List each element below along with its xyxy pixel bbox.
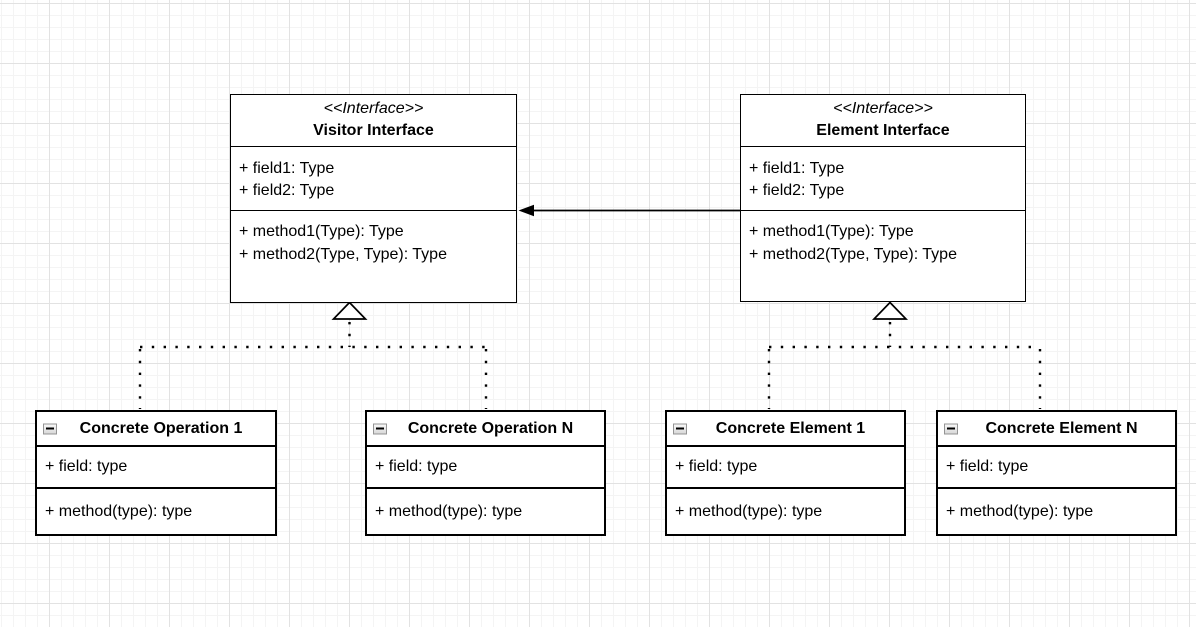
collapse-minus-icon[interactable] bbox=[373, 423, 387, 434]
fields-compartment: + field: type bbox=[938, 447, 1175, 489]
class-concrete-element-n[interactable]: Concrete Element N + field: type + metho… bbox=[936, 410, 1177, 536]
association-arrow-element-to-visitor[interactable] bbox=[518, 204, 741, 217]
hollow-triangle-icon bbox=[331, 301, 368, 320]
method-entry: + method(type): type bbox=[946, 502, 1094, 520]
class-name: Concrete Element 1 bbox=[715, 419, 866, 437]
method-entry: + method(type): type bbox=[45, 502, 193, 520]
methods-compartment: + method1(Type): Type + method2(Type, Ty… bbox=[231, 211, 516, 302]
method-entry: + method2(Type, Type): Type bbox=[239, 246, 447, 263]
class-element-interface[interactable]: <<Interface>> Element Interface + field1… bbox=[740, 94, 1026, 302]
realization-edges-operations-to-visitor[interactable] bbox=[138, 322, 488, 409]
class-header: Concrete Operation N bbox=[367, 412, 604, 447]
method-entry: + method(type): type bbox=[375, 502, 523, 520]
class-concrete-element-1[interactable]: Concrete Element 1 + field: type + metho… bbox=[665, 410, 906, 536]
fields-compartment: + field1: Type + field2: Type bbox=[231, 147, 516, 211]
class-name: Concrete Operation N bbox=[407, 419, 574, 437]
fields-compartment: + field1: Type + field2: Type bbox=[741, 147, 1025, 211]
class-header: Concrete Operation 1 bbox=[37, 412, 275, 447]
class-concrete-operation-n[interactable]: Concrete Operation N + field: type + met… bbox=[365, 410, 606, 536]
field-entry: + field1: Type bbox=[749, 160, 845, 177]
method-entry: + method(type): type bbox=[675, 502, 823, 520]
method-entry: + method2(Type, Type): Type bbox=[749, 246, 957, 263]
field-entry: + field2: Type bbox=[239, 182, 335, 199]
field-entry: + field2: Type bbox=[749, 182, 845, 199]
class-name: Visitor Interface bbox=[313, 122, 434, 139]
field-entry: + field1: Type bbox=[239, 160, 335, 177]
field-entry: + field: type bbox=[675, 458, 758, 475]
field-entry: + field: type bbox=[946, 458, 1029, 475]
fields-compartment: + field: type bbox=[37, 447, 275, 489]
fields-compartment: + field: type bbox=[367, 447, 604, 489]
stereotype-label: <<Interface>> bbox=[323, 100, 424, 117]
class-header: <<Interface>> Visitor Interface bbox=[231, 95, 516, 147]
class-visitor-interface[interactable]: <<Interface>> Visitor Interface + field1… bbox=[230, 94, 517, 303]
class-name: Concrete Operation 1 bbox=[79, 419, 243, 437]
class-header: Concrete Element 1 bbox=[667, 412, 904, 447]
stereotype-label: <<Interface>> bbox=[833, 100, 933, 117]
methods-compartment: + method(type): type bbox=[938, 489, 1175, 534]
method-entry: + method1(Type): Type bbox=[239, 223, 404, 240]
methods-compartment: + method(type): type bbox=[37, 489, 275, 534]
methods-compartment: + method1(Type): Type + method2(Type, Ty… bbox=[741, 211, 1025, 301]
filled-arrowhead-icon bbox=[518, 204, 534, 217]
methods-compartment: + method(type): type bbox=[667, 489, 904, 534]
collapse-minus-icon[interactable] bbox=[43, 423, 57, 434]
realization-edges-elements-to-element[interactable] bbox=[767, 322, 1042, 409]
collapse-minus-icon[interactable] bbox=[673, 423, 687, 434]
collapse-minus-icon[interactable] bbox=[944, 423, 958, 434]
fields-compartment: + field: type bbox=[667, 447, 904, 489]
class-name: Concrete Element N bbox=[985, 419, 1138, 437]
methods-compartment: + method(type): type bbox=[367, 489, 604, 534]
field-entry: + field: type bbox=[375, 458, 458, 475]
field-entry: + field: type bbox=[45, 458, 128, 475]
hollow-triangle-icon bbox=[871, 301, 909, 320]
class-header: Concrete Element N bbox=[938, 412, 1175, 447]
class-concrete-operation-1[interactable]: Concrete Operation 1 + field: type + met… bbox=[35, 410, 277, 536]
class-header: <<Interface>> Element Interface bbox=[741, 95, 1025, 147]
method-entry: + method1(Type): Type bbox=[749, 223, 914, 240]
class-name: Element Interface bbox=[816, 122, 950, 139]
